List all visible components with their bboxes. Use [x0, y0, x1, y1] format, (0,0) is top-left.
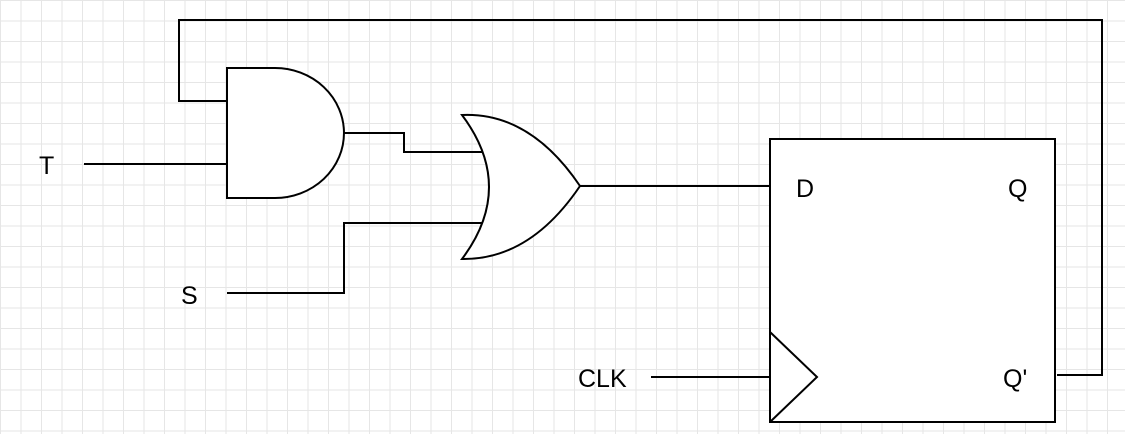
feedback-wire	[178, 19, 1103, 376]
clock-triangle-icon	[769, 331, 819, 423]
q-not-pin-label: Q'	[1003, 365, 1027, 393]
t-label: T	[39, 152, 54, 180]
d-flip-flop	[769, 138, 1056, 423]
and-to-or-wire	[344, 132, 482, 153]
s-input-wire	[227, 222, 482, 294]
and-gate	[226, 67, 345, 199]
s-label: S	[181, 282, 198, 310]
or-gate	[460, 113, 582, 261]
d-pin-label: D	[796, 175, 814, 203]
clk-label: CLK	[578, 365, 627, 393]
q-pin-label: Q	[1008, 175, 1027, 203]
